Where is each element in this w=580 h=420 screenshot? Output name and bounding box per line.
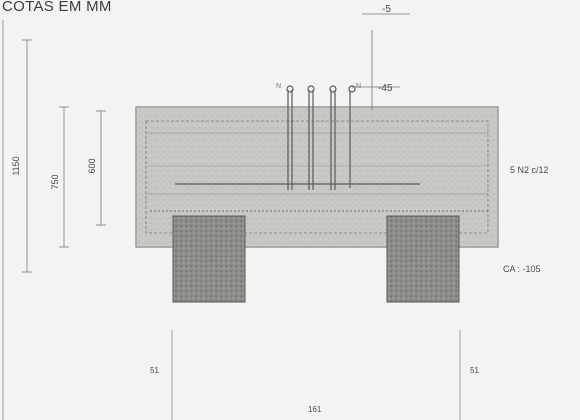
svg-text:N: N bbox=[276, 83, 281, 90]
dim-inner-height: 600 bbox=[87, 158, 97, 173]
bottom-dim-label: 161 bbox=[308, 405, 322, 414]
dimension-lines-left bbox=[22, 39, 106, 273]
right-dim-label: 51 bbox=[470, 366, 479, 375]
pile-left bbox=[172, 215, 246, 303]
top-leaders bbox=[352, 13, 410, 110]
svg-text:N: N bbox=[356, 83, 361, 90]
cover-label: CA : -105 bbox=[503, 264, 541, 274]
dim-total-height: 1150 bbox=[11, 156, 21, 175]
left-dim-label: 51 bbox=[150, 366, 159, 375]
dim-block-height: 750 bbox=[50, 174, 60, 189]
rebar-label: 5 N2 c/12 bbox=[510, 165, 549, 175]
bar-marks: N N bbox=[276, 83, 361, 90]
dimension-lines-bottom bbox=[171, 330, 461, 420]
top-cover-label: -45 bbox=[378, 83, 393, 94]
top-offset-label: -5 bbox=[382, 4, 391, 15]
pile-right bbox=[386, 215, 460, 303]
anchor-bars bbox=[286, 85, 356, 190]
drawing-title: COTAS EM MM bbox=[2, 0, 112, 15]
